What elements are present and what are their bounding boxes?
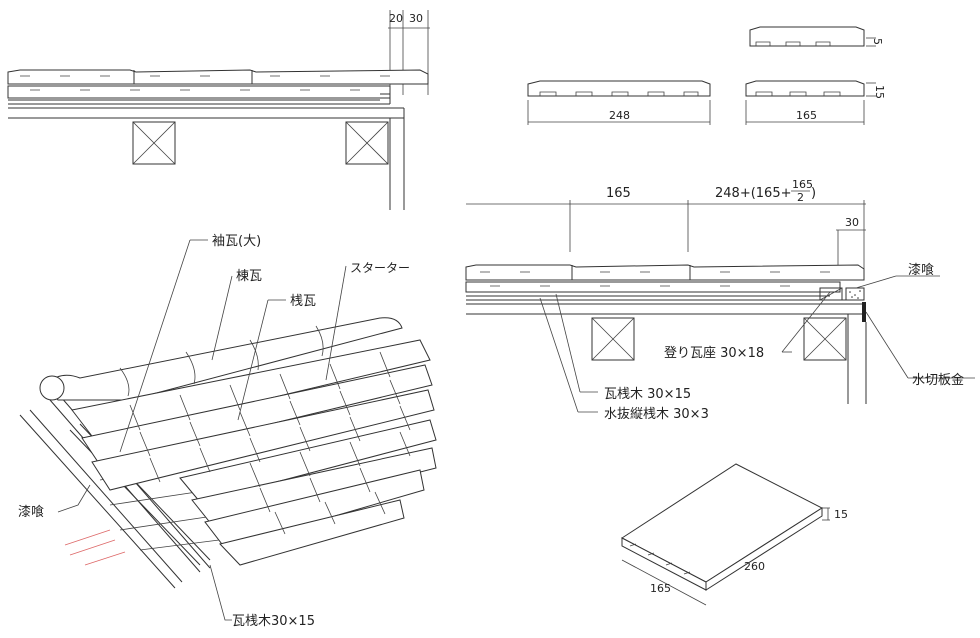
top-left-section: 20 30 (7, 10, 430, 210)
tile-profiles: 5 248 15 165 (527, 26, 886, 125)
dim-30-section: 30 (845, 216, 859, 229)
dim-165-tile: 165 (650, 582, 671, 595)
dim-formula-close: ) (811, 186, 816, 201)
frac-den: 2 (797, 191, 804, 204)
right-section: 165 248+(165+ 165 2 ) 30 (465, 178, 975, 422)
dim-165-section: 165 (606, 186, 631, 201)
isometric-roof: 袖瓦(大) 棟瓦 桟瓦 スターター 漆喰 瓦桟木30×15 (18, 234, 437, 629)
frac-num: 165 (792, 178, 813, 191)
label-mizunuki: 水抜縦桟木 30×3 (604, 406, 709, 422)
label-sangi-iso: 瓦桟木30×15 (232, 614, 315, 629)
dim-260-tile: 260 (744, 560, 765, 573)
label-shikkui-section: 漆喰 (908, 262, 934, 278)
label-nobori-kawaraza: 登り瓦座 30×18 (664, 346, 764, 361)
dim-formula: 248+(165+ (715, 186, 791, 201)
dim-30: 30 (409, 12, 423, 25)
label-shikkui-iso: 漆喰 (18, 504, 44, 520)
label-kawara-sangi: 瓦桟木 30×15 (604, 387, 691, 402)
dim-165-profile: 165 (796, 109, 817, 122)
dim-248: 248 (609, 109, 630, 122)
label-sode: 袖瓦(大) (212, 234, 261, 249)
dim-5: 5 (871, 38, 884, 45)
dim-20: 20 (389, 12, 403, 25)
label-mune: 棟瓦 (236, 269, 262, 284)
dim-15-tile: 15 (834, 508, 848, 521)
tile-3d: 15 165 260 (621, 463, 848, 606)
dim-15-profile: 15 (873, 85, 886, 99)
label-mizukiri: 水切板金 (912, 372, 964, 388)
label-sango: 桟瓦 (290, 294, 316, 309)
label-starter: スターター (350, 261, 410, 275)
